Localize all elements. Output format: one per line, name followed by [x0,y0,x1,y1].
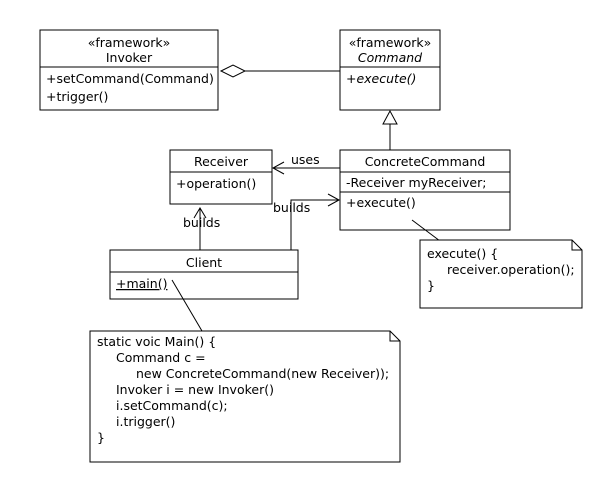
note-main-line: i.trigger() [116,414,175,429]
uses-arrowhead [271,161,285,175]
builds-receiver-label: builds [183,215,220,230]
note-main-anchor [171,279,203,332]
note-main-line: i.setCommand(c); [116,398,228,413]
class-receiver-box [169,149,273,205]
dependency-client-builds-concrete: builds [273,193,341,250]
class-command: «framework» Command +execute() [339,29,441,111]
builds-receiver-arrowhead [193,207,207,219]
class-receiver-op: +operation() [176,176,256,191]
generalization-concrete-to-command [382,109,398,150]
note-main-line: static voic Main() { [97,334,216,349]
class-concrete-command-name: ConcreteCommand [365,154,486,169]
class-receiver: Receiver +operation() [169,149,273,205]
class-command-stereotype: «framework» [349,35,432,50]
class-command-box [339,29,441,111]
dependency-client-builds-receiver: builds [183,207,220,250]
note-execute-line: execute() { [427,246,498,261]
class-invoker-op: +setCommand(Command) [46,71,214,86]
class-invoker-op: +trigger() [46,89,108,104]
class-invoker-box [39,29,219,111]
note-main-line: new ConcreteCommand(new Receiver)); [136,366,389,381]
note-main: static voic Main() { Command c = new Con… [89,279,401,463]
builds-concrete-path [290,199,339,250]
builds-concrete-arrowhead [327,193,341,207]
note-main-line: } [97,430,105,445]
aggregation-diamond [219,64,247,78]
note-execute-box [419,239,583,309]
note-execute: execute() { receiver.operation(); } [411,219,583,309]
note-main-box [89,330,401,463]
class-invoker: «framework» Invoker +setCommand(Command)… [39,29,219,111]
builds-concrete-label: builds [273,200,310,215]
class-client-box [109,249,299,300]
class-command-name: Command [358,50,422,65]
class-concrete-command-box [339,149,511,231]
generalization-triangle [382,109,398,125]
class-concrete-command-op: +execute() [346,195,416,210]
class-invoker-stereotype: «framework» [88,35,171,50]
class-concrete-command-attr: -Receiver myReceiver; [346,175,486,190]
association-uses: uses [271,152,340,175]
note-execute-anchor [411,219,441,242]
class-command-op: +execute() [346,71,416,86]
aggregation-invoker-command [219,64,340,78]
note-main-line: Command c = [116,350,206,365]
class-client-name: Client [186,255,222,270]
note-execute-line: receiver.operation(); [447,262,575,277]
class-client-op: +main() [116,276,167,291]
class-client: Client +main() [109,249,299,300]
note-main-line: Invoker i = new Invoker() [116,382,274,397]
class-receiver-name: Receiver [194,154,249,169]
class-concrete-command: ConcreteCommand -Receiver myReceiver; +e… [339,149,511,231]
uses-label: uses [291,152,320,167]
class-invoker-name: Invoker [106,50,153,65]
note-execute-line: } [427,278,435,293]
